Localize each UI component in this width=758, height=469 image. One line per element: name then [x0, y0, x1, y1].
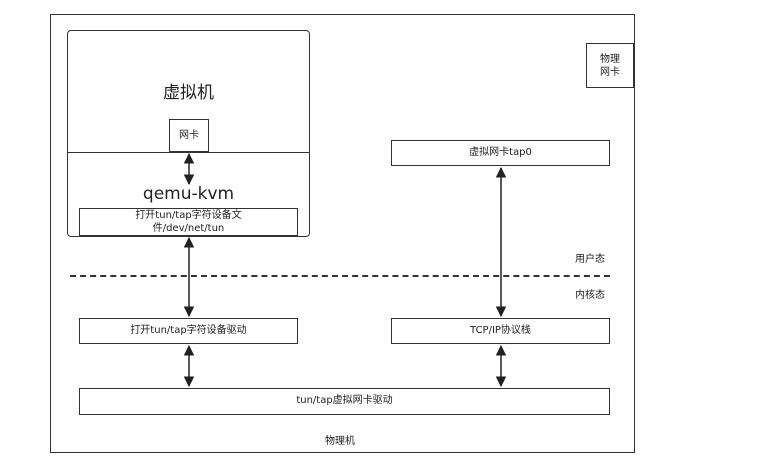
tuntap-virtual-nic-driver-label: tun/tap虚拟网卡驱动: [296, 395, 393, 406]
kernel-space-label: 内核态: [575, 290, 605, 301]
tcpip-stack-label: TCP/IP协议栈: [470, 325, 531, 336]
user-space-label: 用户态: [575, 254, 605, 265]
tap0-box: [391, 140, 610, 166]
tuntap-char-driver-box: [79, 318, 298, 344]
open-tuntap-file-box: [79, 208, 298, 236]
tuntap-virtual-nic-driver-box: [79, 388, 610, 415]
user-kernel-boundary-line: [70, 275, 610, 277]
vm-nic-box: [169, 119, 209, 152]
tuntap-char-driver-label: 打开tun/tap字符设备驱动: [130, 325, 247, 336]
physical-nic-box: [586, 43, 634, 88]
physical-host-label: 物理机: [325, 436, 355, 447]
vm-nic-label: 网卡: [179, 130, 199, 141]
tcpip-stack-box: [391, 318, 610, 344]
physical-nic-label-line2: 网卡: [600, 67, 620, 78]
open-tuntap-file-label-line2: 件/dev/net/tun: [152, 223, 225, 234]
open-tuntap-file-label-line1: 打开tun/tap字符设备文: [135, 210, 242, 221]
vm-title: 虚拟机: [163, 83, 214, 103]
qemu-kvm-title: qemu-kvm: [142, 184, 235, 204]
vm-qemu-divider: [67, 152, 310, 153]
physical-nic-label-line1: 物理: [600, 54, 620, 65]
tap0-label: 虚拟网卡tap0: [469, 147, 532, 158]
